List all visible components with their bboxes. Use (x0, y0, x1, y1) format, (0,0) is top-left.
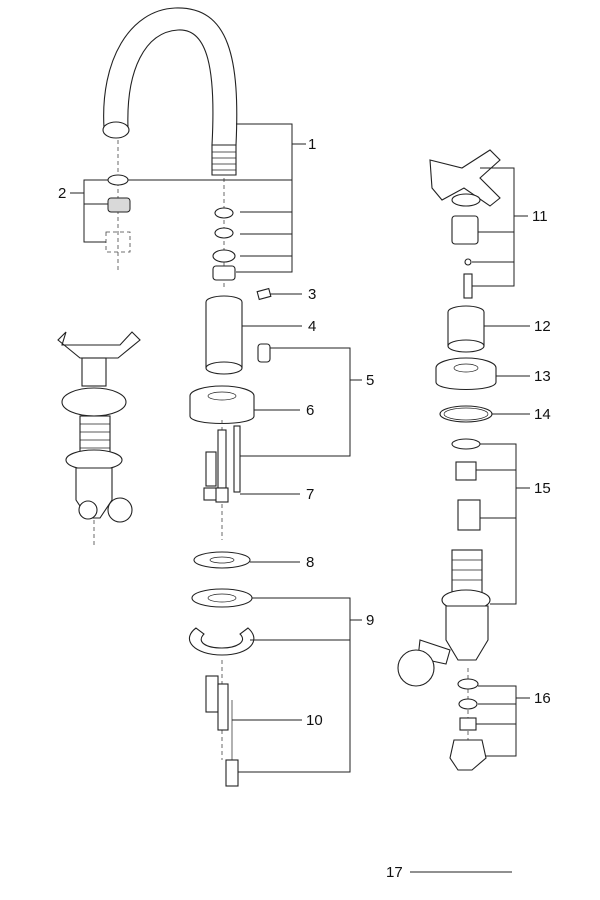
callout-1: 1 (308, 136, 316, 153)
callout-16: 16 (534, 690, 551, 707)
callout-11: 11 (532, 208, 548, 225)
callout-17: 17 (386, 864, 403, 881)
callout-9: 9 (366, 612, 374, 629)
aerator-assembly (105, 140, 131, 270)
callout-7: 7 (306, 486, 314, 503)
callout-15: 15 (534, 480, 551, 497)
callout-8: 8 (306, 554, 314, 571)
callout-3: 3 (308, 286, 316, 303)
callout-numbers: 1 2 3 4 5 6 7 8 9 10 11 12 13 14 15 16 1… (58, 136, 551, 881)
callout-4: 4 (308, 318, 316, 335)
central-stack (189, 287, 272, 787)
callout-13: 13 (534, 368, 551, 385)
callout-14: 14 (534, 406, 551, 423)
callout-5: 5 (366, 372, 374, 389)
spout-assembly (102, 7, 238, 290)
left-valve-assembly (57, 331, 141, 545)
right-valve-assembly (397, 149, 501, 772)
callout-10: 10 (306, 712, 323, 729)
callout-2: 2 (58, 185, 66, 202)
callout-12: 12 (534, 318, 551, 335)
callout-leaders (70, 123, 530, 873)
callout-6: 6 (306, 402, 314, 419)
